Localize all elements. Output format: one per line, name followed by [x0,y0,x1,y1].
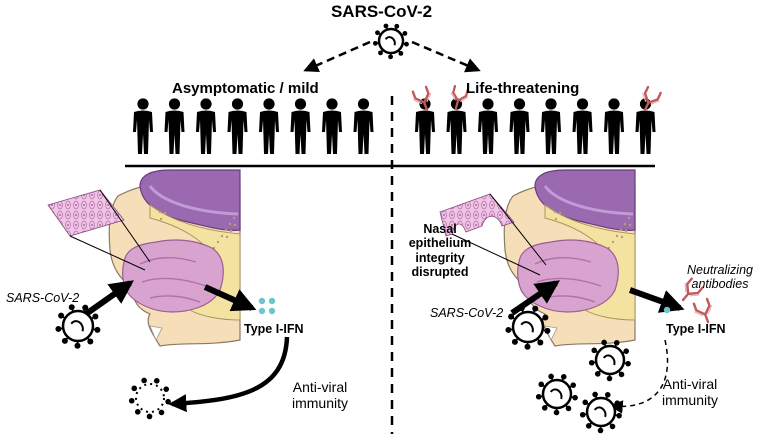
person-icon [478,98,498,154]
neutralizing-antibody-icon-2 [692,297,713,324]
person-icon [290,98,311,154]
virus-icon [588,339,631,382]
left-ifn-arrow [203,284,257,312]
antibody-on-people-group [411,84,662,112]
epithelium-line3: integrity [415,250,465,265]
epithelium-inset-right [439,193,547,276]
virus-icon [372,23,409,60]
antibodies-line1: Neutralizing [686,263,753,277]
person-icon [133,98,153,154]
replicating-virus-icon-2 [535,373,578,416]
left-immunity-line1: Anti-viral [292,379,348,395]
replicating-virus-icon-1 [588,339,631,382]
figure-title: SARS-CoV-2 [330,2,433,21]
person-icon [322,98,342,154]
antibody-icon [681,277,704,302]
right-immunity-line2: immunity [661,392,718,409]
virus-icon [535,373,578,416]
virus-icon [505,305,551,350]
epithelium-line2: epithelium [408,236,472,251]
right-immunity-line1: Anti-viral [662,376,718,392]
antibody-icon [450,84,469,110]
nasal-anatomy-left [108,169,241,347]
neutralizing-antibody-icon [681,277,704,302]
antibody-icon [642,85,662,112]
virus-icon [128,377,171,420]
right-ifn-arrow [628,287,685,313]
left-immunity-label: Anti-viral immunity [280,379,360,411]
left-ifn-label: Type I-IFN [244,322,304,336]
header-asymptomatic: Asymptomatic / mild [172,80,319,97]
dashed-arrow-left [303,40,371,73]
antibody-icon [411,85,432,112]
right-immunity-dashed-arrow [609,339,669,414]
person-icon [227,98,248,154]
destroyed-virus-icon [128,377,171,420]
antibodies-line2: antibodies [691,277,749,292]
person-icon [353,98,374,154]
person-icon [572,98,593,154]
right-virus-icon [505,305,551,350]
epithelium-line4: disrupted [411,265,469,280]
right-ifn-dots-icon [663,306,671,314]
person-icon [164,98,185,154]
neutralizing-antibodies-label: Neutralizing antibodies [684,263,756,292]
epithelium-disrupted-label: Nasal epithelium integrity disrupted [398,222,482,280]
replicating-virus-icon-3 [579,391,622,434]
right-virus-label: SARS-CoV-2 [430,306,504,320]
left-immunity-line2: immunity [291,395,348,412]
left-entry-arrow [84,280,134,317]
epithelium-line1: Nasal [423,222,457,236]
right-entry-arrow [510,280,560,316]
epithelium-inset-left [47,189,151,271]
right-immunity-label: Anti-viral immunity [650,376,730,408]
header-life-threatening: Life-threatening [466,80,580,97]
asymptomatic-people-group [133,98,374,154]
person-icon [259,98,279,154]
left-virus-label: SARS-CoV-2 [6,291,80,305]
dashed-arrow-right [411,40,481,73]
left-immunity-arrow [168,336,290,413]
virus-icon [579,391,622,434]
person-icon [509,98,530,154]
top-virus-icon [372,23,409,60]
virus-icon [55,304,101,349]
right-ifn-label: Type I-IFN [666,322,726,336]
left-ifn-dots-icon [258,297,276,315]
person-icon [196,98,216,154]
person-icon [541,98,561,154]
antibody-icon [692,297,713,324]
left-virus-icon [55,304,101,349]
person-icon [604,98,624,154]
life-threatening-people-group [415,98,656,154]
